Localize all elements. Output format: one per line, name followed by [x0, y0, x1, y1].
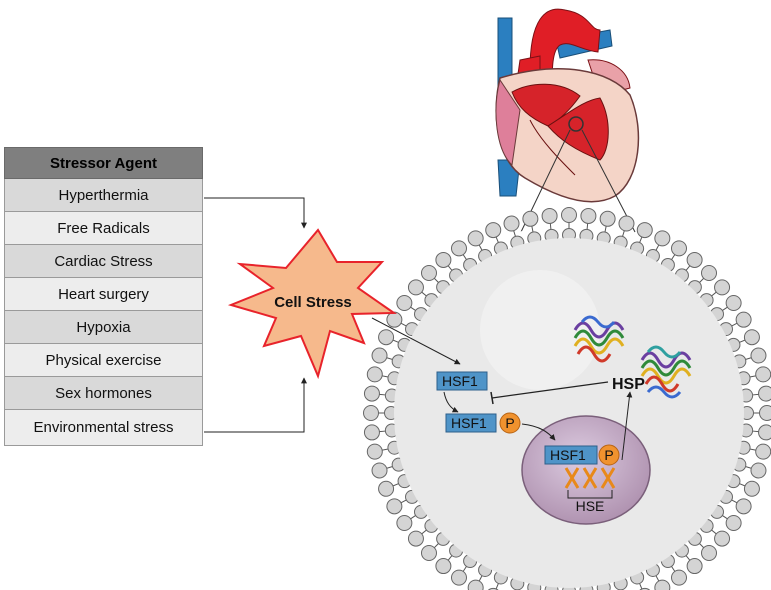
phosphate-label-1: P — [505, 415, 514, 431]
stressor-row: Environmental stress — [4, 410, 203, 446]
lipid-head — [366, 366, 383, 383]
lipid-head — [686, 558, 703, 575]
lipid-head — [407, 279, 424, 296]
lipid-head — [435, 251, 452, 268]
zoom-line-right — [581, 129, 636, 233]
lipid-head — [714, 530, 731, 547]
hsf1-phospho-box — [445, 413, 497, 433]
lipid-head — [378, 480, 395, 497]
lipid-head — [701, 264, 718, 281]
stressor-row: Hyperthermia — [4, 179, 203, 212]
stressor-table-header: Stressor Agent — [4, 147, 203, 179]
dna-helix-icon — [564, 467, 616, 489]
stressor-row: Cardiac Stress — [4, 245, 203, 278]
lipid-head — [580, 207, 597, 224]
lipid-head — [714, 279, 731, 296]
lipid-head — [750, 347, 767, 364]
lipid-head — [735, 311, 752, 328]
lipid-head — [636, 222, 653, 239]
arrow-hsf1-phosphorylation — [443, 391, 459, 413]
hsf1-label-phospho: HSF1 — [451, 415, 487, 431]
arrow-hsf1-to-nucleus — [521, 423, 556, 441]
lipid-head — [758, 385, 771, 402]
cell-stress-burst — [227, 228, 398, 380]
lipid-head — [485, 222, 502, 239]
heart-illustration — [495, 8, 640, 203]
hse-label: HSE — [576, 498, 605, 514]
lipid-head — [701, 545, 718, 562]
lipid-head — [450, 240, 467, 257]
arrow-environmental-to-stress — [204, 377, 307, 433]
lipid-head — [755, 366, 771, 383]
hsf1-label-inactive: HSF1 — [442, 373, 478, 389]
hsp-protein-icon-1 — [573, 315, 625, 363]
lipid-head — [396, 515, 413, 532]
lipid-head — [371, 462, 388, 479]
lipid-head — [371, 347, 388, 364]
lipid-head — [743, 480, 760, 497]
lipid-head — [759, 405, 771, 421]
arrow-nucleus-to-hsp — [621, 391, 633, 461]
hsp-inhibition-line — [491, 381, 609, 399]
lipid-head — [363, 405, 379, 421]
lipid-head — [363, 385, 380, 402]
cell-stress-label: Cell Stress — [274, 294, 352, 311]
lipid-head — [686, 251, 703, 268]
lipid-head — [671, 569, 688, 586]
hsf1-label-nuclear: HSF1 — [550, 447, 586, 463]
lipid-head — [386, 311, 403, 328]
lipid-head — [435, 558, 452, 575]
lipid-head — [743, 329, 760, 346]
lipid-head — [654, 579, 671, 590]
arrow-stress-to-hsf1 — [371, 317, 461, 365]
lipid-head — [366, 443, 383, 460]
hsp-inhibition-bar — [490, 391, 494, 405]
lipid-head — [755, 443, 771, 460]
lipid-head — [450, 569, 467, 586]
lipid-head — [599, 210, 616, 227]
stressor-table: Stressor Agent Hyperthermia Free Radical… — [4, 147, 203, 446]
phosphate-icon-2 — [598, 444, 620, 466]
lipid-head — [396, 294, 413, 311]
lipid-head — [561, 207, 577, 223]
lipid-head — [735, 498, 752, 515]
hsf1-nuclear-box — [544, 445, 598, 465]
hsp-label: HSP — [612, 376, 645, 393]
lipid-head — [522, 210, 539, 227]
hse-bracket — [567, 490, 613, 499]
lipid-head — [420, 545, 437, 562]
lipid-head — [467, 579, 484, 590]
stressor-row: Heart surgery — [4, 278, 203, 311]
stressor-row: Free Radicals — [4, 212, 203, 245]
lipid-head — [725, 515, 742, 532]
lipid-head — [654, 230, 671, 247]
lipid-head — [386, 498, 403, 515]
arrow-hyperthermia-to-stress — [204, 197, 307, 229]
lipid-head — [725, 294, 742, 311]
lipid-head — [420, 264, 437, 281]
stressor-row: Sex hormones — [4, 377, 203, 410]
lipid-head — [363, 424, 380, 441]
hsf1-inactive-box — [436, 371, 488, 391]
lipid-head — [618, 215, 635, 232]
lipid-head — [407, 530, 424, 547]
phosphate-icon-1 — [499, 412, 521, 434]
hsp-protein-icon-2 — [640, 345, 692, 399]
phosphate-label-2: P — [604, 447, 613, 463]
lipid-head — [503, 215, 520, 232]
stressor-row: Hypoxia — [4, 311, 203, 344]
lipid-head — [671, 240, 688, 257]
lipid-head — [378, 329, 395, 346]
stressor-row: Physical exercise — [4, 344, 203, 377]
lipid-head — [541, 207, 558, 224]
lipid-head — [750, 462, 767, 479]
lipid-head — [758, 424, 771, 441]
lipid-head — [467, 230, 484, 247]
